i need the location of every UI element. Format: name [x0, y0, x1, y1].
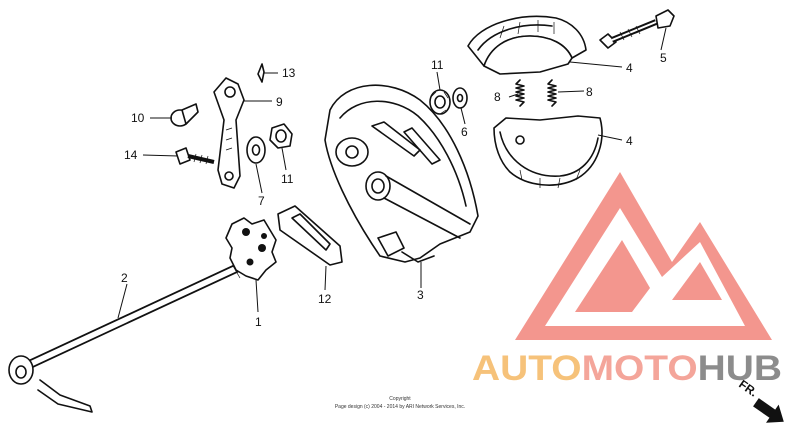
- callout-13: 13: [282, 66, 296, 80]
- brake-cam: [599, 9, 675, 49]
- sprocket: [225, 217, 277, 281]
- watermark-logo: [515, 172, 772, 340]
- callout-12: 12: [318, 292, 332, 306]
- washer-6: [452, 87, 468, 109]
- cotter-pin: [257, 63, 265, 83]
- washer-7: [246, 136, 266, 164]
- bolt: [175, 147, 215, 165]
- callout-3: 3: [417, 288, 424, 302]
- callout-11-left: 11: [281, 172, 294, 186]
- direction-arrow-icon: [753, 398, 784, 423]
- callout-2: 2: [121, 271, 128, 285]
- callout-6: 6: [461, 125, 468, 139]
- callout-10: 10: [131, 111, 145, 125]
- callout-9: 9: [276, 95, 283, 109]
- callout-14: 14: [124, 148, 138, 162]
- callout-4-upper: 4: [626, 61, 633, 75]
- copyright-notice: Copyright Page design (c) 2004 - 2014 by…: [335, 396, 465, 410]
- copyright-line-1: Copyright: [389, 396, 411, 402]
- bearing: [429, 89, 451, 115]
- copyright-line-2: Page design (c) 2004 - 2014 by ARI Netwo…: [335, 404, 465, 410]
- axle: [8, 257, 255, 413]
- brake-shoe-upper: [467, 15, 587, 75]
- callout-labels: 1 2 3 4 4 5 6 7 8 8 9 10 11 11 12 13 14: [121, 51, 667, 329]
- brake-shoe-lower: [493, 115, 603, 189]
- watermark-auto: AUTO: [472, 349, 582, 388]
- callout-8-left: 8: [494, 90, 501, 104]
- callout-5: 5: [660, 51, 667, 65]
- brake-arm: [213, 77, 245, 189]
- brake-panel: [324, 84, 479, 263]
- watermark-hub: HUB: [698, 349, 782, 388]
- callout-4-lower: 4: [626, 134, 633, 148]
- springs: [515, 79, 557, 107]
- callout-11-top: 11: [431, 58, 444, 72]
- callout-8-right: 8: [586, 85, 593, 99]
- watermark-moto: MOTO: [582, 349, 698, 388]
- pin: [170, 103, 199, 127]
- leader-lines: [117, 27, 667, 319]
- gasket: [277, 205, 343, 266]
- callout-7: 7: [258, 194, 265, 208]
- callout-1: 1: [255, 315, 262, 329]
- nut-left: [269, 123, 293, 149]
